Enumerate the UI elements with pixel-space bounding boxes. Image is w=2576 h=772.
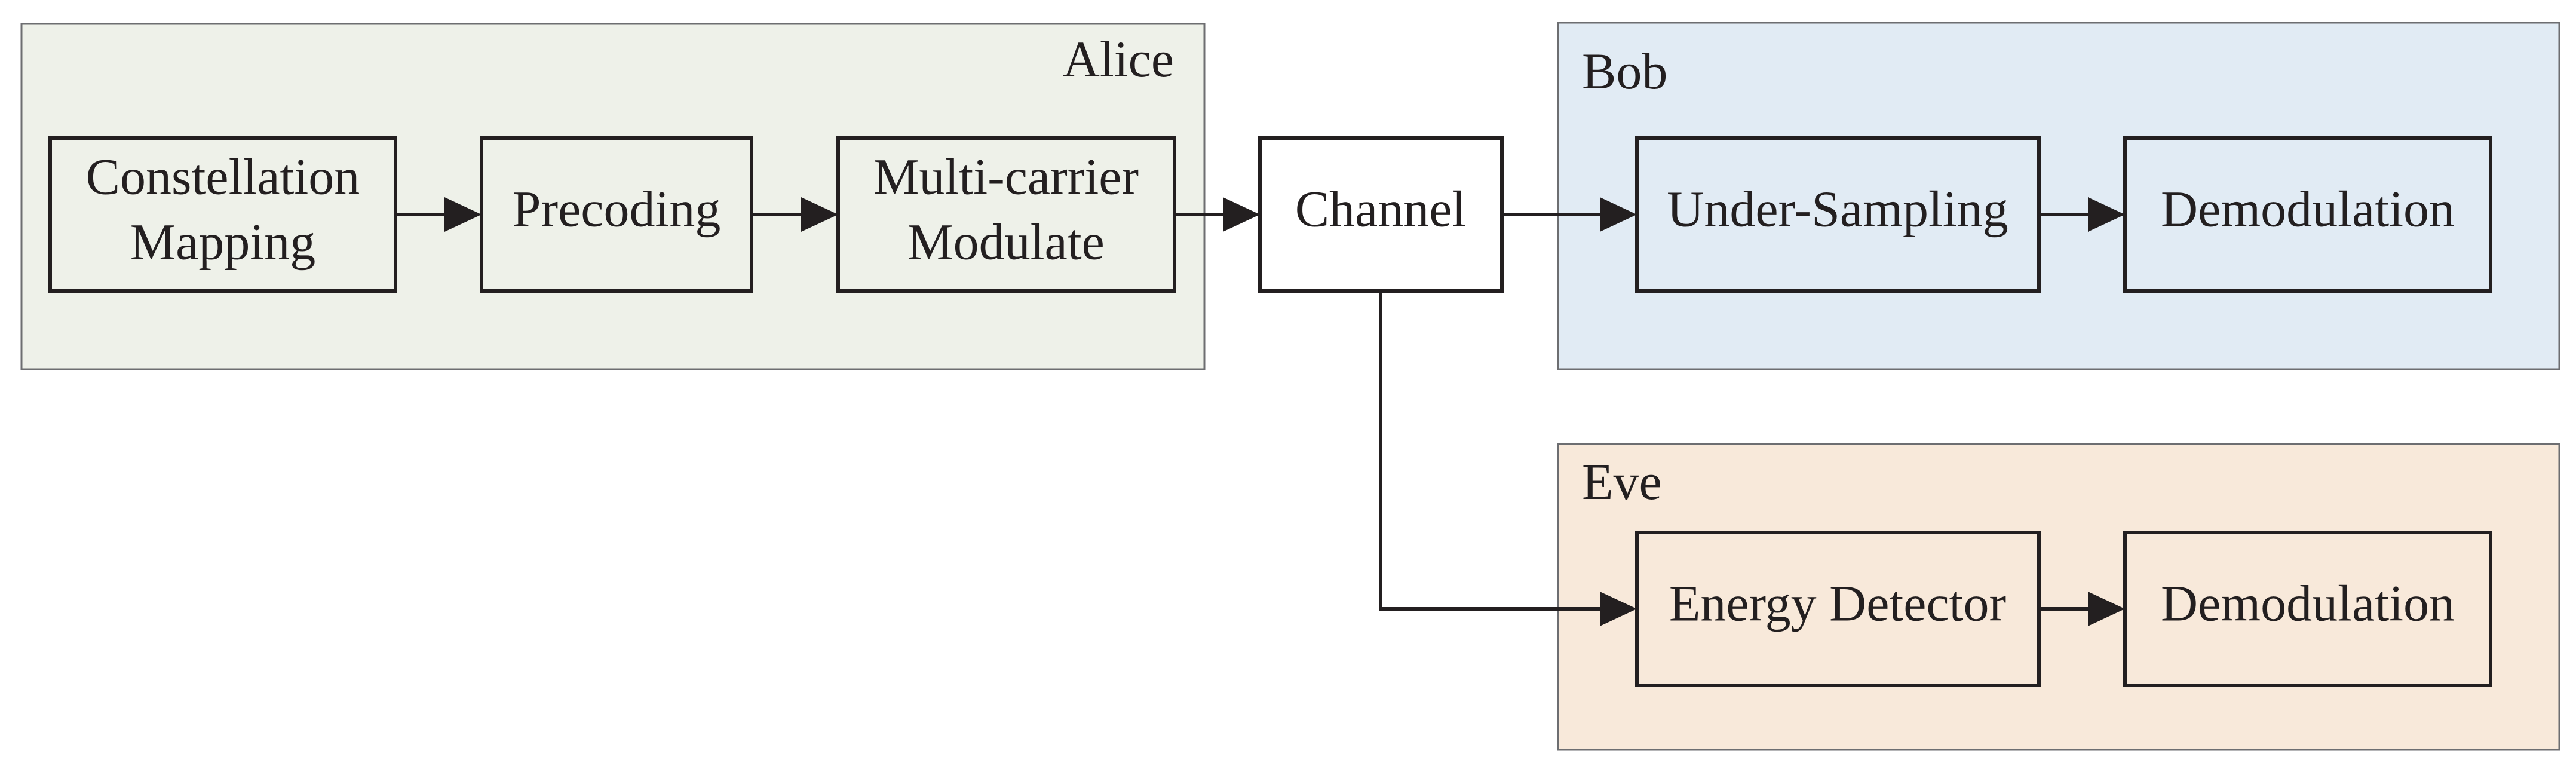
energy-detector-block bbox=[1635, 531, 2041, 687]
precoding-block bbox=[480, 136, 753, 293]
arrowhead-precoding-to-multicarrier bbox=[801, 197, 838, 232]
multicarrier-label-line2: Modulate bbox=[907, 213, 1105, 271]
arrowhead-multicarrier-to-channel bbox=[1223, 197, 1260, 232]
energy-detector-label: Energy Detector bbox=[1669, 575, 2006, 632]
arrowhead-channel-to-under-sampling bbox=[1600, 197, 1637, 232]
alice-label: Alice bbox=[1063, 30, 1174, 88]
constellation-mapping-label-line1: Constellation bbox=[86, 148, 360, 206]
arrowhead-mapping-to-precoding bbox=[444, 197, 482, 232]
arrow-channel-to-energy-detector bbox=[1379, 291, 1602, 611]
eve-demodulation-label: Demodulation bbox=[2161, 575, 2455, 632]
arrowhead-under-sampling-to-demodulation bbox=[2088, 197, 2125, 232]
channel-label: Channel bbox=[1295, 180, 1467, 238]
eve-label: Eve bbox=[1582, 453, 1662, 510]
bob-demodulation-label: Demodulation bbox=[2161, 180, 2455, 238]
precoding-label: Precoding bbox=[513, 180, 721, 238]
constellation-mapping-label-line2: Mapping bbox=[130, 213, 316, 271]
arrowhead-channel-to-energy-detector bbox=[1600, 592, 1637, 626]
under-sampling-label: Under-Sampling bbox=[1667, 180, 2008, 238]
arrowhead-energy-detector-to-demodulation bbox=[2088, 592, 2125, 626]
multicarrier-label-line1: Multi-carrier bbox=[873, 148, 1139, 206]
eve-demodulation-block bbox=[2123, 531, 2492, 687]
bob-label: Bob bbox=[1582, 42, 1667, 100]
